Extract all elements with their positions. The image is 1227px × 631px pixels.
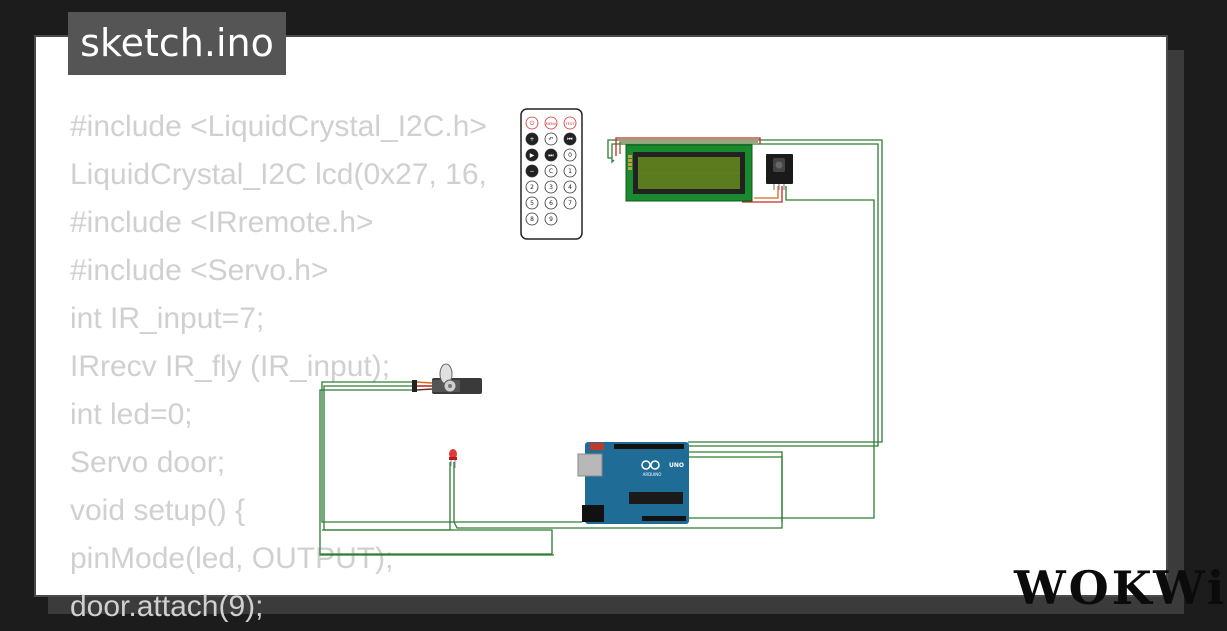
remote-button [544,180,558,194]
ir-remote: ⏻ MENU TEST + ↶ ⏮ ▶ ⏭ 0 − C 1 2 3 4 5 6 7 8 9 [520,108,583,240]
remote-button [544,164,558,178]
remote-button [525,116,539,130]
remote-button-label: MENU [546,122,557,126]
remote-button-label: ⏻ [530,120,535,127]
remote-button [563,116,577,130]
wire-lcd-gnd [607,139,883,443]
remote-button-label: 3 [549,184,553,191]
remote-button-label: TEST [565,122,576,126]
wire-ir-gnd [754,186,779,199]
remote-button [544,196,558,210]
red-led [449,449,457,468]
wire-ir-vcc [742,186,783,203]
remote-button [544,212,558,226]
servo-motor [412,363,482,394]
code-preview: #include <LiquidCrystal_I2C.h> LiquidCrys… [70,103,487,631]
remote-button [563,132,577,146]
remote-button-label: − [529,168,534,175]
wire-servo-vcc [320,385,553,555]
wire-ir-out [688,186,875,519]
arduino-uno: ARDUINO UNO [577,442,689,524]
remote-button-label: ▶ [530,152,535,159]
wire-board-5v [688,456,783,522]
arduino-model-label: UNO [669,462,684,469]
remote-button [525,132,539,146]
circuit-diagram: ⏻ MENU TEST + ↶ ⏮ ▶ ⏭ 0 − C 1 2 3 4 5 6 7 8 9 [319,108,883,556]
remote-button [563,196,577,210]
remote-button [563,164,577,178]
wire-servo-gnd [319,389,554,556]
remote-button-label: ↶ [548,136,553,143]
wokwi-logo: WOKWi [1014,561,1227,615]
remote-button-label: 5 [530,200,534,207]
wire-led-anode [453,451,783,529]
code-line: IRrecv IR_fly (IR_input); [70,350,391,383]
code-line: int led=0; [70,398,193,431]
remote-button-label: 6 [549,200,553,207]
code-line: door.attach(9); [70,590,264,623]
wires [319,137,883,556]
remote-button-label: + [529,136,534,143]
remote-button-label: ⏭ [548,152,554,159]
lcd-display [625,144,753,202]
remote-button-label: 1 [568,168,572,175]
wire-led-cathode [322,462,451,531]
remote-button [544,148,558,162]
code-line: #include <IRremote.h> [70,206,374,239]
code-line: LiquidCrystal_I2C lcd(0x27, 16, [70,158,487,191]
remote-button-label: 4 [568,184,572,191]
code-line: void setup() { [70,494,246,527]
wire-lcd-vcc [615,137,761,156]
remote-button [525,148,539,162]
remote-button [563,180,577,194]
remote-button [563,148,577,162]
remote-button-label: C [549,168,553,175]
ir-receiver [766,154,793,190]
arduino-brand-label: ARDUINO [643,472,662,477]
remote-button [525,212,539,226]
remote-button-label: 2 [530,184,534,191]
wire-servo-sig [321,381,582,523]
remote-button [544,132,558,146]
wire-lcd-sda [611,143,879,447]
file-name-tab: sketch.ino [68,12,286,75]
code-line: Servo door; [70,446,226,479]
remote-button-label: 8 [530,216,534,223]
code-line: #include <LiquidCrystal_I2C.h> [70,110,487,143]
remote-button [544,116,558,130]
diagram-canvas: #include <LiquidCrystal_I2C.h> LiquidCrys… [34,35,1224,623]
code-line: pinMode(led, OUTPUT); [70,542,394,575]
remote-button [525,196,539,210]
remote-button-label: 7 [568,200,572,207]
remote-button-label: ⏮ [567,136,573,143]
remote-button [525,164,539,178]
code-line: #include <Servo.h> [70,254,329,287]
code-line: int IR_input=7; [70,302,265,335]
remote-button [525,180,539,194]
wire-lcd-scl [619,141,758,154]
remote-button-label: 0 [568,152,572,159]
remote-button-label: 9 [549,216,553,223]
